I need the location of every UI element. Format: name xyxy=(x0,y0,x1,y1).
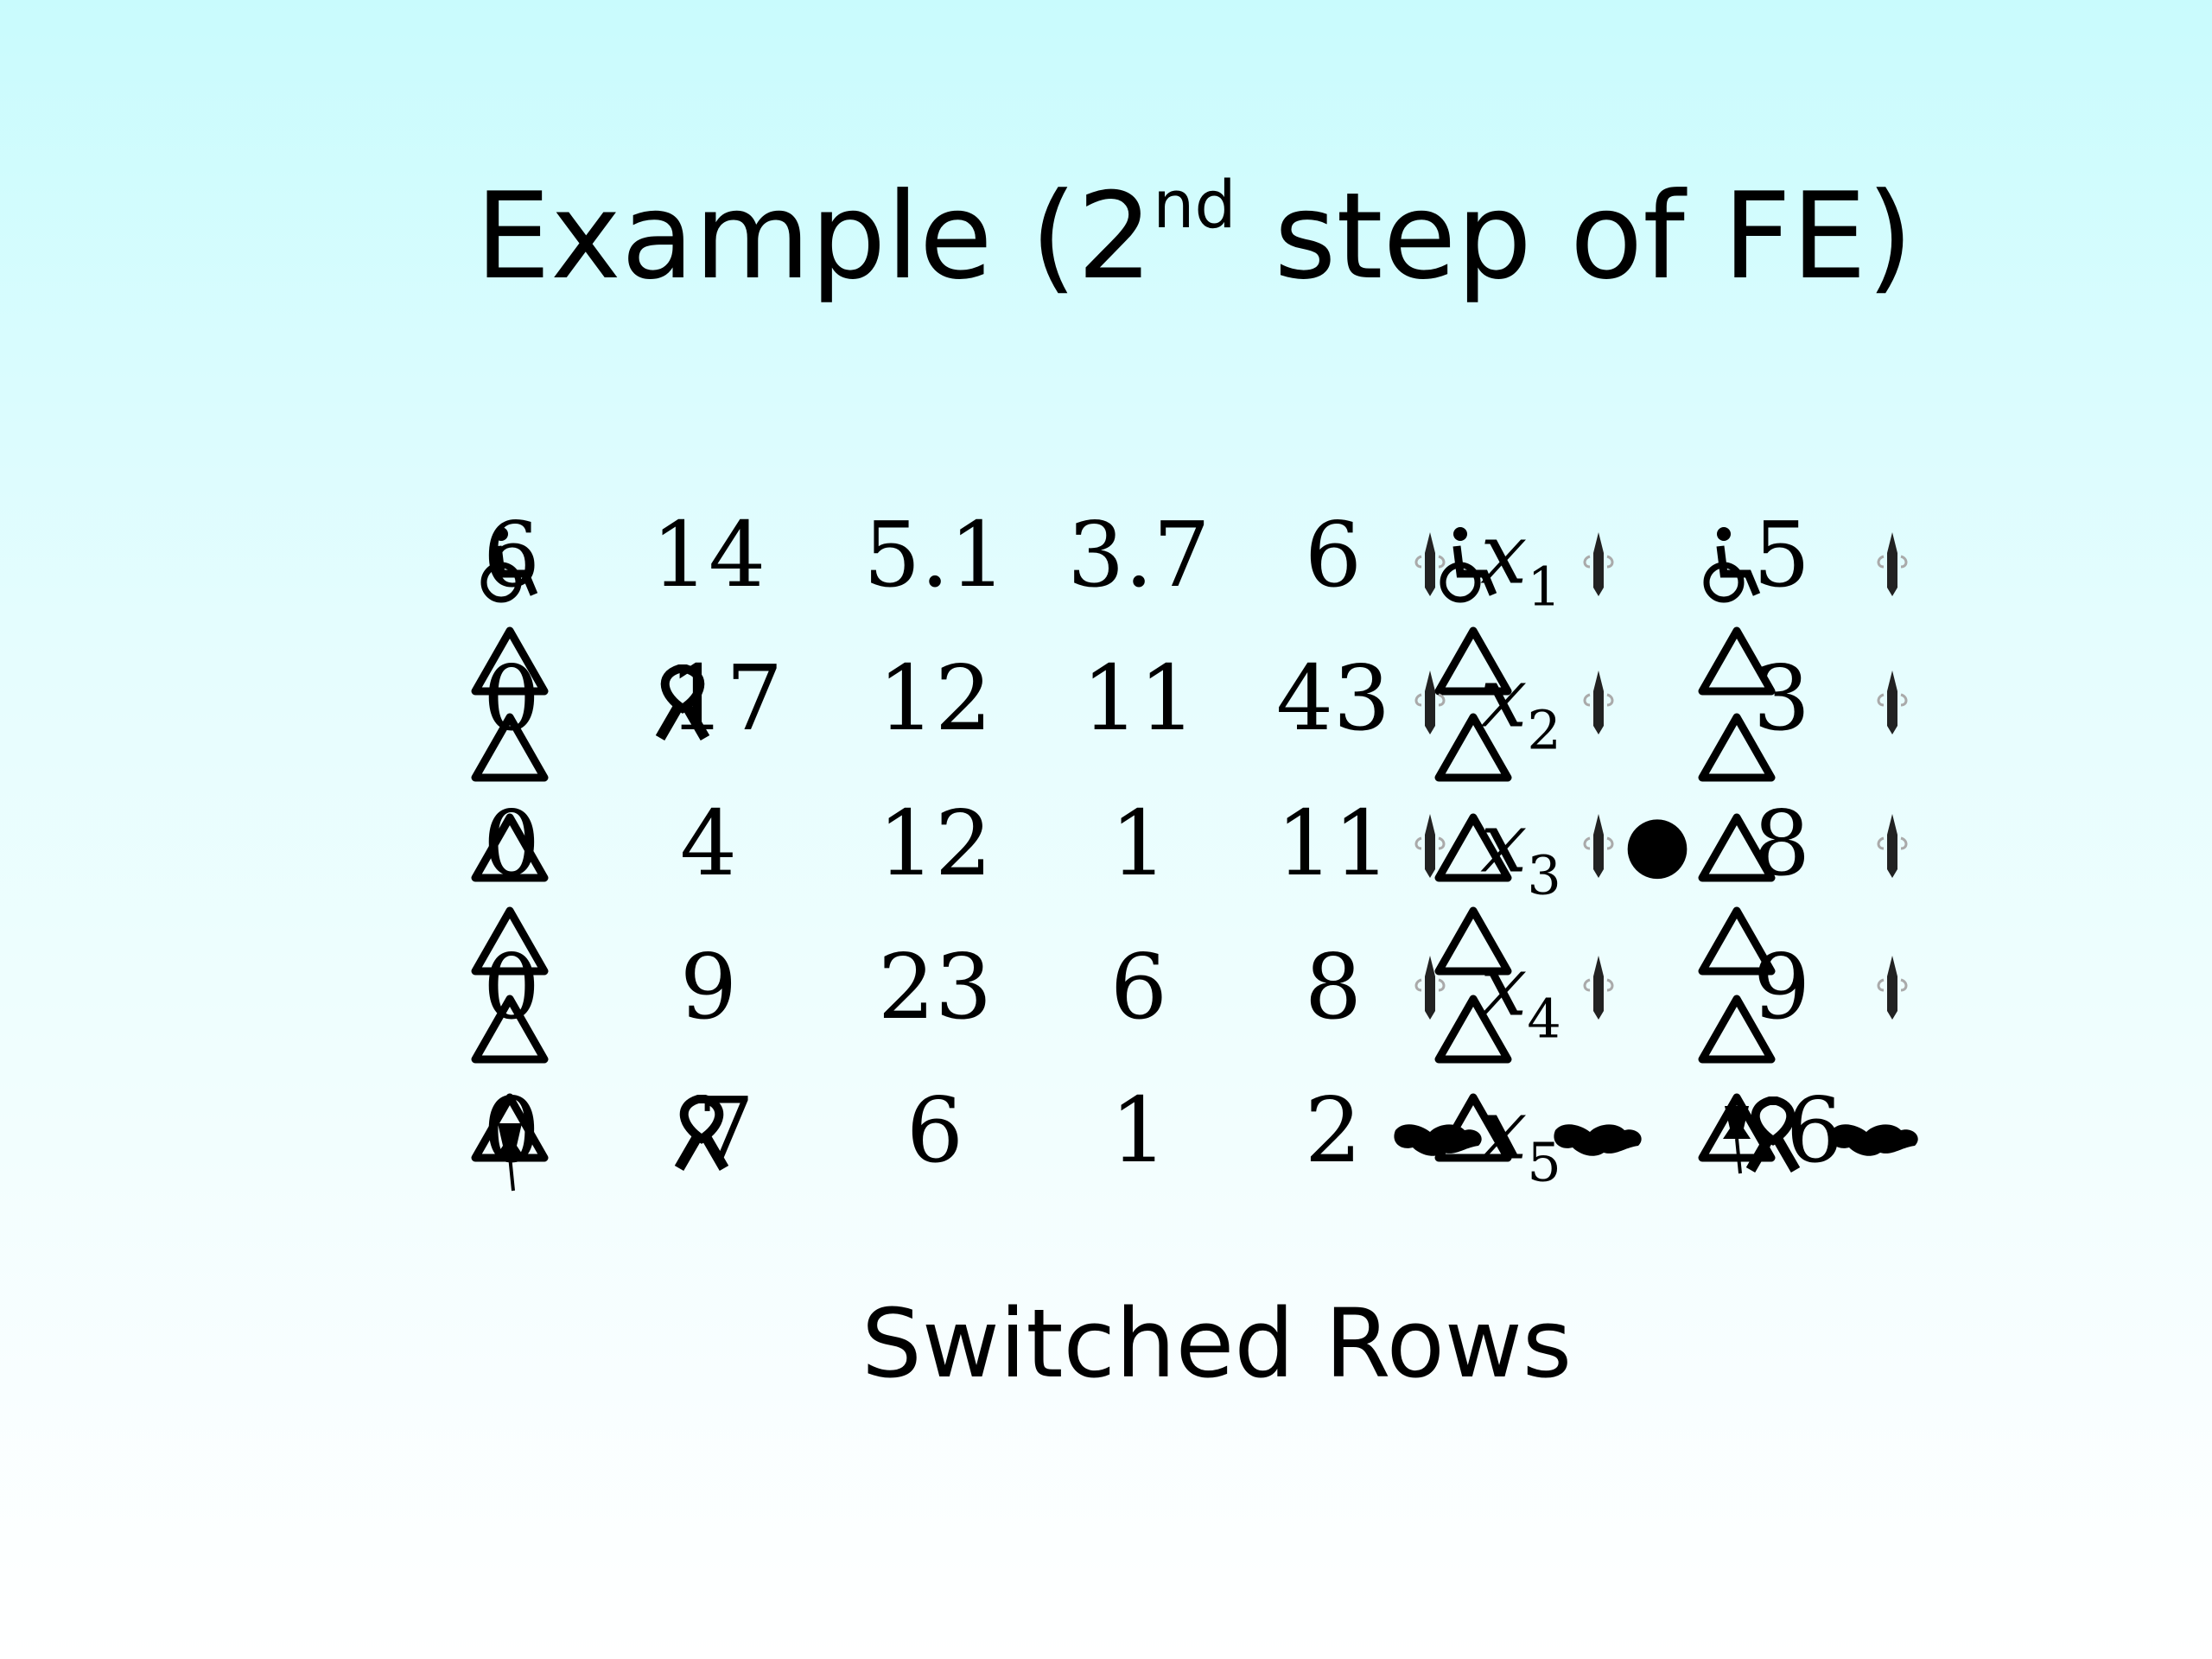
world-map-icon xyxy=(1554,1124,1642,1156)
matrix-cell: 0 xyxy=(482,934,541,1039)
unknown-x2: x2 xyxy=(1480,649,1561,762)
matrix-cell: 11 xyxy=(1081,645,1197,751)
matrix-cell: 6 xyxy=(1304,502,1363,607)
triangle-icon xyxy=(1439,717,1508,778)
triangle-icon xyxy=(1439,631,1508,691)
ribbon-icon xyxy=(679,1099,724,1168)
slide-title: Example (2nd step of FE) xyxy=(475,172,1913,296)
matrix-cell: 14 xyxy=(651,502,766,607)
wheelchair-icon xyxy=(1443,527,1493,600)
matrix-cell: 11 xyxy=(1275,791,1391,896)
pen-icon xyxy=(1583,954,1614,1021)
pen-icon xyxy=(1583,531,1614,598)
world-map-icon xyxy=(1394,1124,1482,1156)
pen-icon xyxy=(1877,954,1908,1021)
triangle-icon xyxy=(1702,911,1771,971)
triangle-icon xyxy=(475,999,544,1059)
triangle-icon xyxy=(475,911,544,971)
triangle-icon xyxy=(475,817,544,878)
pen-icon xyxy=(1414,531,1446,598)
triangle-icon xyxy=(1702,631,1771,691)
triangle-icon xyxy=(475,631,544,691)
triangle-icon xyxy=(1439,817,1508,878)
wheelchair-icon xyxy=(1707,527,1757,600)
equals-sign: ● xyxy=(1623,798,1692,888)
matrix-cell: 12 xyxy=(877,791,993,896)
pen-icon xyxy=(1877,531,1908,598)
triangle-icon xyxy=(475,717,544,778)
pen-icon xyxy=(1877,669,1908,736)
triangle-icon xyxy=(1439,999,1508,1059)
title-superscript: nd xyxy=(1153,166,1236,243)
matrix-cell: 1 xyxy=(1109,791,1168,896)
world-map-icon xyxy=(1830,1124,1918,1156)
matrix-cell: 1 xyxy=(1109,1077,1168,1183)
matrix-cell: 5.1 xyxy=(863,502,1007,607)
matrix-cell: 43 xyxy=(1275,645,1391,751)
matrix-cell: 2 xyxy=(1304,1077,1363,1183)
slide-caption: Switched Rows xyxy=(861,1288,1573,1399)
matrix-cell: 6 xyxy=(1109,934,1168,1039)
pen-icon xyxy=(1583,669,1614,736)
matrix-cell: 8 xyxy=(1304,934,1363,1039)
triangle-icon xyxy=(1439,911,1508,971)
triangle-icon xyxy=(1702,717,1771,778)
rhs-cell: 8 xyxy=(1752,791,1811,896)
rhs-cell: 5 xyxy=(1752,502,1811,607)
matrix-cell: 23 xyxy=(877,934,993,1039)
pen-icon xyxy=(1414,669,1446,736)
wheelchair-icon xyxy=(484,527,534,600)
ribbon-icon xyxy=(660,669,705,738)
title-main: Example (2 xyxy=(475,167,1154,306)
matrix-cell: 3.7 xyxy=(1067,502,1211,607)
pushpin-icon xyxy=(1721,1104,1752,1175)
matrix-cell: 6 xyxy=(906,1077,964,1183)
pen-icon xyxy=(1877,812,1908,880)
matrix-cell: 4 xyxy=(679,791,738,896)
pen-icon xyxy=(1583,812,1614,880)
title-rest: step of FE) xyxy=(1236,167,1914,306)
triangle-icon xyxy=(1702,999,1771,1059)
matrix-cell: 9 xyxy=(679,934,738,1039)
triangle-icon xyxy=(1702,817,1771,878)
matrix-cell: 12 xyxy=(877,645,993,751)
